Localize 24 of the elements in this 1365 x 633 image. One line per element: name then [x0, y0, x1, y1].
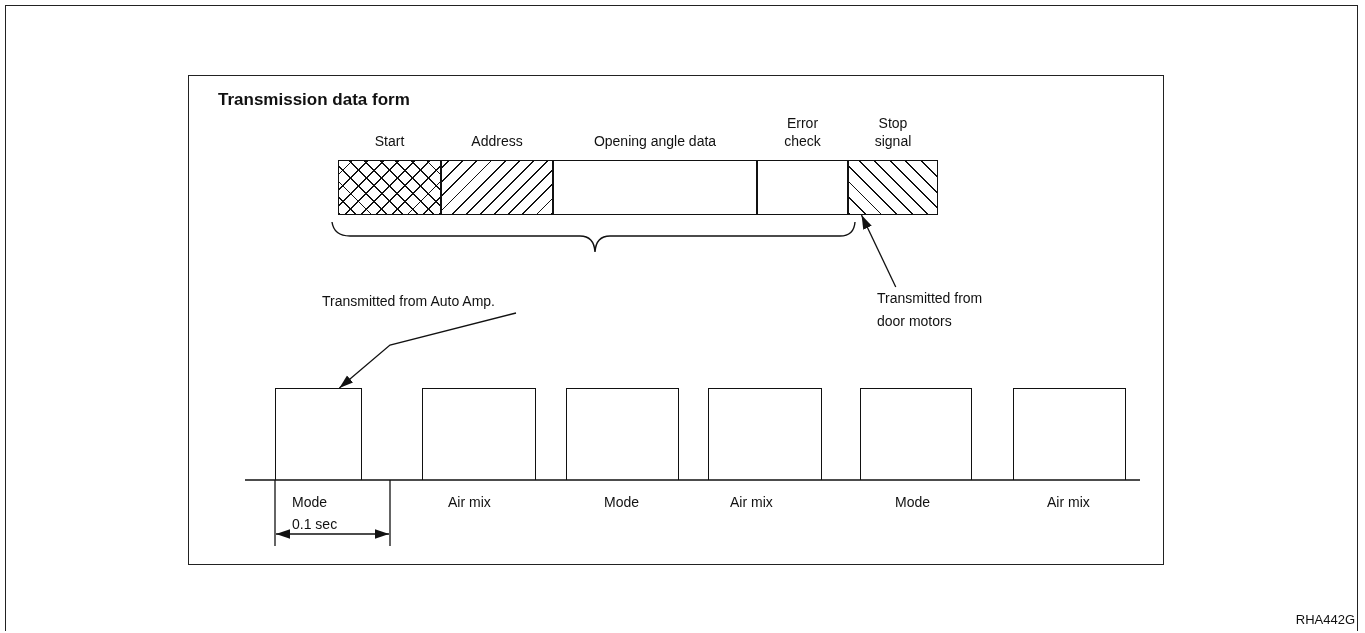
- field-label: Start: [373, 132, 406, 150]
- source-note: Transmitted from Auto Amp.: [322, 290, 522, 313]
- field-label: Address: [470, 132, 524, 150]
- pulse-box: [275, 388, 362, 480]
- pulse-label: Air mix: [448, 494, 491, 510]
- pulse-box: [1013, 388, 1126, 480]
- pulse-label: Mode: [292, 494, 328, 510]
- source-note: Transmitted from door motors: [877, 287, 1002, 333]
- field-label: Stop signal: [873, 114, 913, 150]
- arrow: [338, 312, 517, 389]
- pulse-label: Mode: [604, 494, 640, 510]
- pulse-box: [860, 388, 972, 480]
- dimension-label: 0.1 sec: [292, 516, 338, 532]
- pulse-box: [422, 388, 536, 480]
- pulse-box: [566, 388, 679, 480]
- figure-code: RHA442G: [1295, 612, 1355, 627]
- pulse-label: Air mix: [1047, 494, 1090, 510]
- field-label: Opening angle data: [592, 132, 718, 150]
- pulse-label: Mode: [895, 494, 931, 510]
- field-label: Error check: [783, 114, 822, 150]
- pulse-label: Air mix: [730, 494, 773, 510]
- pulse-box: [708, 388, 822, 480]
- arrow: [860, 214, 897, 288]
- diagram-title: Transmission data form: [218, 90, 410, 110]
